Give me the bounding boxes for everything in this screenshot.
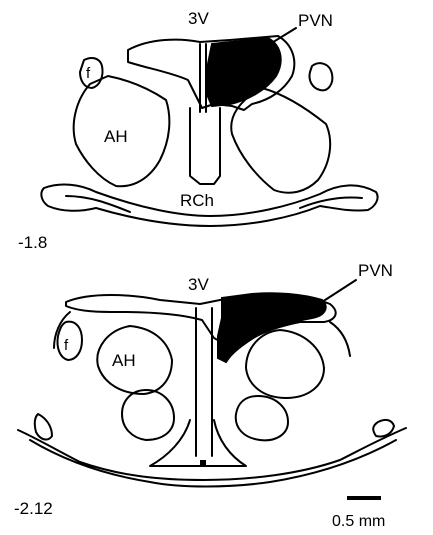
bottom-ventricle-spindle — [149, 419, 247, 467]
top-section: 3V PVN f AH RCh -1.8 — [18, 9, 379, 252]
top-ah-region — [72, 75, 171, 188]
top-label-3v: 3V — [188, 9, 209, 28]
bottom-third-ventricle — [195, 307, 213, 457]
top-label-pvn: PVN — [298, 11, 333, 30]
top-rch-column — [189, 107, 221, 185]
bottom-optic-tract-right — [372, 418, 395, 438]
top-ventral-outline — [40, 183, 379, 227]
top-fornix-right — [308, 62, 334, 92]
bottom-coordinate-label: -2.12 — [14, 499, 53, 518]
top-pvn-region — [204, 36, 282, 108]
bottom-right-lower-nucleus — [234, 395, 289, 442]
bottom-ventricle-dot — [200, 460, 206, 466]
bottom-right-upper-nucleus — [245, 329, 325, 399]
top-coordinate-label: -1.8 — [18, 233, 47, 252]
bottom-label-pvn: PVN — [358, 261, 393, 280]
top-third-ventricle — [199, 43, 207, 113]
top-ventral-inner — [65, 195, 363, 213]
bottom-pvn-region — [217, 292, 327, 364]
scale-bar-label: 0.5 mm — [332, 513, 385, 530]
bottom-pvn-leader-line — [321, 279, 357, 303]
bottom-left-lower-nucleus — [121, 389, 175, 441]
bottom-optic-tract-left — [33, 413, 53, 441]
bottom-dorsal-edge — [53, 311, 351, 357]
bottom-dorsal-outline — [65, 294, 337, 349]
bottom-section: 3V PVN f AH -2.12 — [14, 261, 407, 518]
top-pvn-leader-line — [269, 27, 297, 45]
top-dorsal-outline — [127, 35, 296, 111]
bottom-label-3v: 3V — [188, 275, 209, 294]
bottom-label-ah: AH — [112, 351, 136, 370]
top-fornix-left — [79, 57, 104, 89]
top-right-nucleus — [230, 87, 332, 194]
scale-bar: 0.5 mm — [332, 496, 385, 530]
bottom-fornix-left — [56, 320, 83, 361]
top-label-ah: AH — [104, 127, 128, 146]
bottom-ah-region — [96, 325, 173, 395]
bottom-ventral-outline — [17, 427, 407, 488]
top-label-f: f — [86, 65, 91, 82]
bottom-label-f: f — [64, 337, 69, 354]
top-label-rch: RCh — [180, 191, 214, 210]
